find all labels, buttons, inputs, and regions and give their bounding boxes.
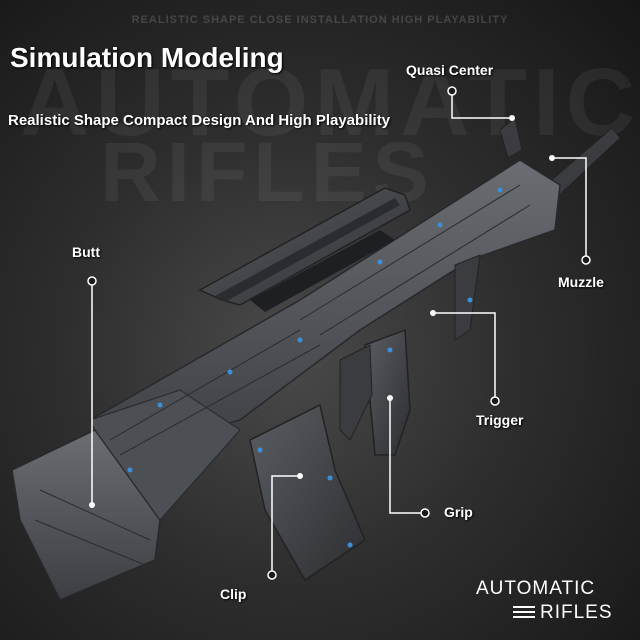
label-butt: Butt xyxy=(72,244,100,260)
front-sight xyxy=(499,117,523,159)
background-tagline: REALISTIC SHAPE CLOSE INSTALLATION HIGH … xyxy=(131,14,509,26)
quasi-center-callout xyxy=(451,91,512,119)
brand-bars-icon xyxy=(513,606,535,620)
clip-callout xyxy=(271,475,300,575)
grip-callout xyxy=(389,398,425,514)
muzzle-callout xyxy=(552,157,587,260)
trigger-guard xyxy=(339,344,373,441)
label-trigger: Trigger xyxy=(476,412,524,428)
label-muzzle: Muzzle xyxy=(558,274,604,290)
background-word-automatic: AUTOMATIC xyxy=(20,49,640,156)
page-title: Simulation Modeling xyxy=(10,42,284,73)
label-quasi-center: Quasi Center xyxy=(406,62,494,78)
brand-line-2: RIFLES xyxy=(540,602,613,623)
brand-line-1: AUTOMATIC xyxy=(476,578,596,599)
magazine xyxy=(249,403,366,582)
front-grip xyxy=(454,254,481,341)
label-clip: Clip xyxy=(220,586,247,602)
trigger-callout xyxy=(433,312,496,401)
label-grip: Grip xyxy=(444,504,473,520)
page-subtitle: Realistic Shape Compact Design And High … xyxy=(8,112,391,129)
